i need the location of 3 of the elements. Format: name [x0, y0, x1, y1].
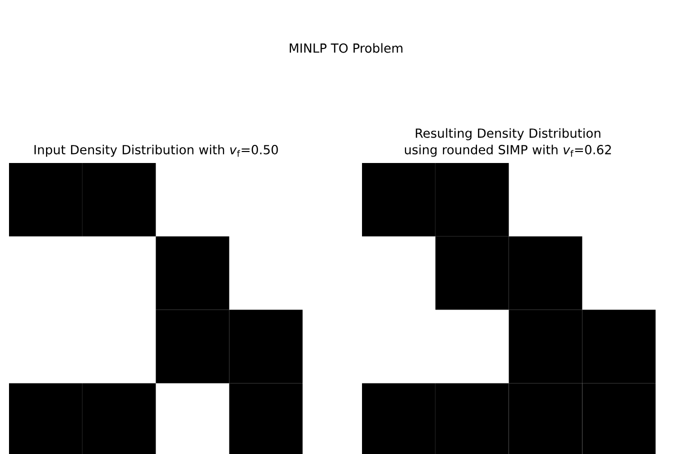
panel-title: Resulting Density Distribution using rounded SIMP with v$_{f}$=0.62 — [404, 128, 611, 157]
panel-title: Input Density Distribution with v$_{f}$=0.50 — [34, 144, 278, 157]
figure-title: MINLP TO Problem — [290, 43, 402, 53]
